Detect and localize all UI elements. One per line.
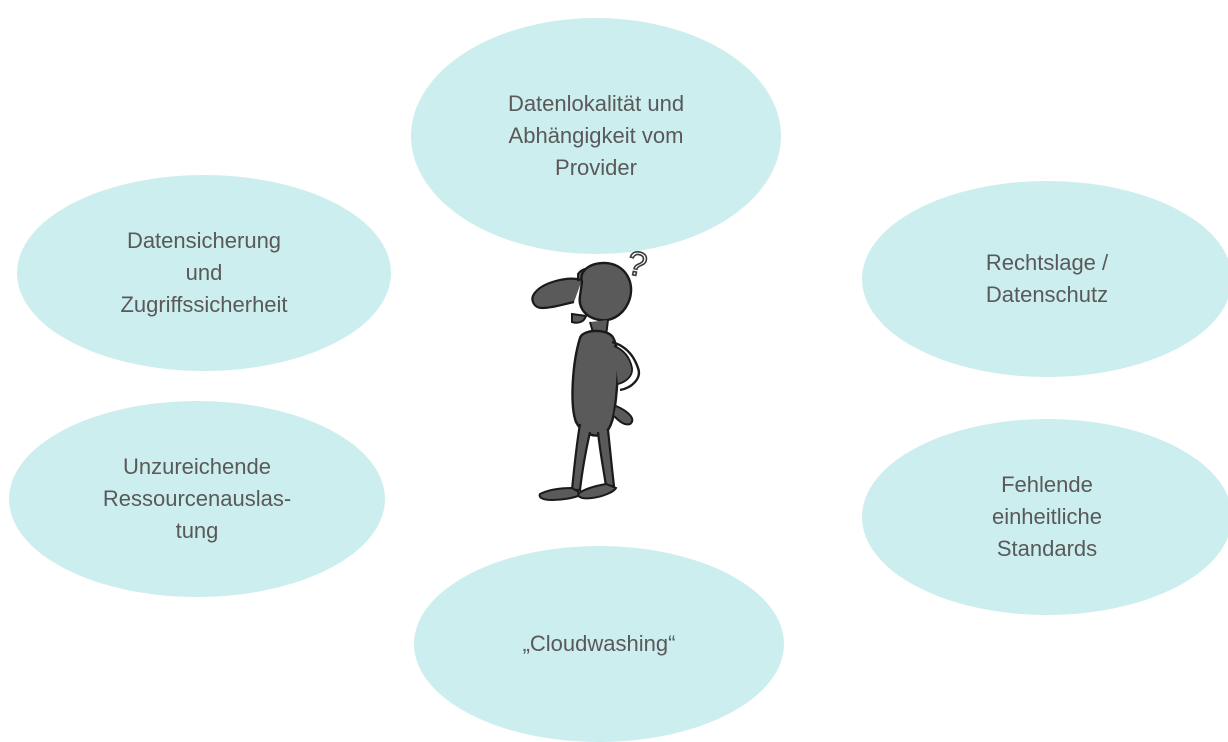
bubble-line: Datenlokalität und <box>507 91 685 116</box>
bubble-line: Datenschutz <box>985 282 1109 307</box>
bubble-line: Datensicherung <box>126 228 282 253</box>
bubble-line: Rechtslage / <box>985 250 1109 275</box>
concern-bubble-missing-standards: Fehlende einheitliche Standards <box>862 419 1228 615</box>
bubble-line: einheitliche <box>991 504 1103 529</box>
bubble-line: Provider <box>555 155 637 180</box>
concern-bubble-resource-utilization: Unzureichende Ressourcenauslas- tung <box>9 401 385 597</box>
concern-bubble-cloudwashing: „Cloudwashing“ <box>414 546 784 742</box>
bubble-line: und <box>185 260 223 285</box>
concern-bubble-legal-situation: Rechtslage / Datenschutz <box>862 181 1228 377</box>
bubble-line: Zugriffssicherheit <box>120 292 288 317</box>
thinking-person-icon: ? <box>531 243 651 502</box>
bubble-line: Unzureichende <box>123 454 271 479</box>
concern-bubble-data-security: Datensicherung und Zugriffssicherheit <box>17 175 391 371</box>
bubble-line: Ressourcenauslas- <box>102 486 292 511</box>
bubble-line: tung <box>175 518 219 543</box>
bubble-line: Standards <box>996 536 1098 561</box>
bubble-line: Abhängigkeit vom <box>508 123 684 148</box>
concern-bubble-data-locality: Datenlokalität und Abhängigkeit vom Prov… <box>411 18 781 254</box>
bubble-line: „Cloudwashing“ <box>522 631 676 656</box>
bubble-line: Fehlende <box>1001 472 1093 497</box>
